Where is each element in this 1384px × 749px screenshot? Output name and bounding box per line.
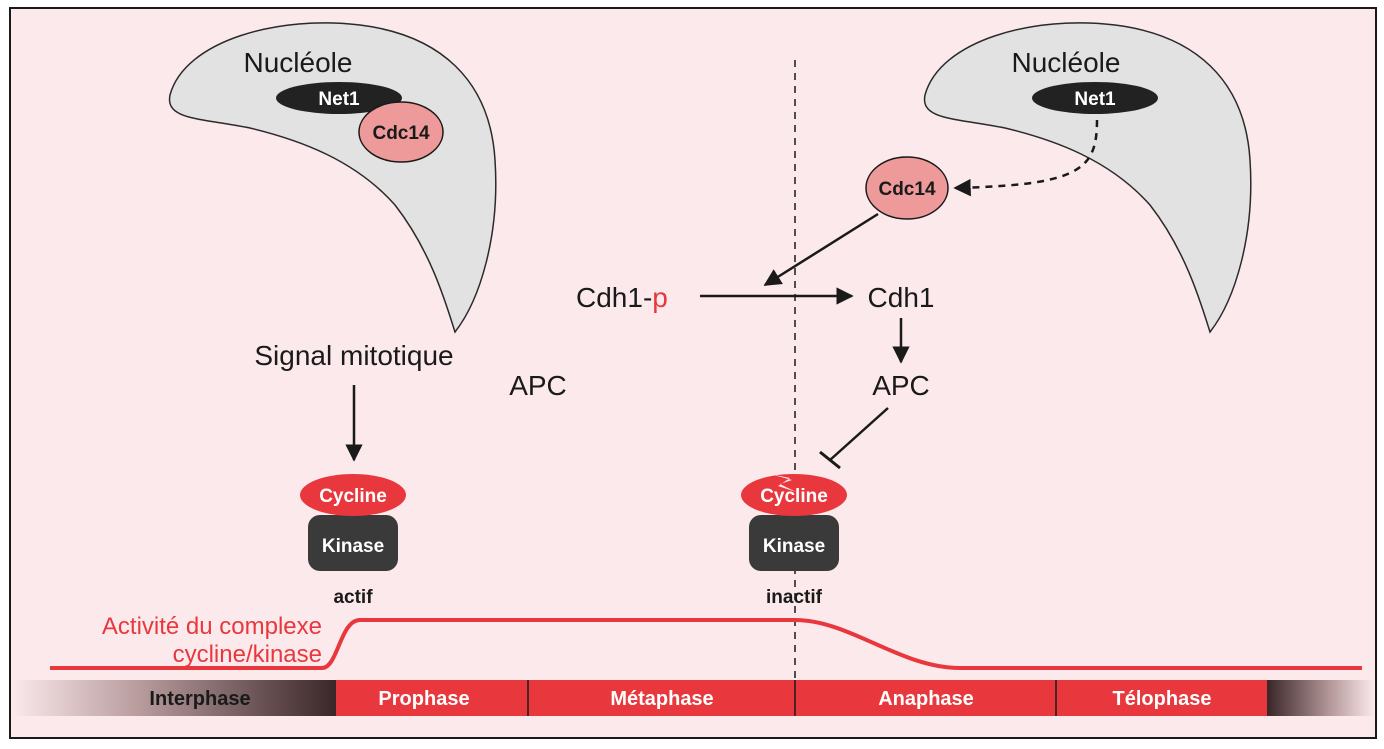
left-net1-label: Net1 bbox=[318, 89, 360, 110]
right-cyclin-pill bbox=[741, 474, 847, 516]
cdh1p-phospho: p bbox=[652, 282, 668, 313]
left-cdc14-label: Cdc14 bbox=[372, 123, 429, 144]
right-cdc14-blob bbox=[865, 156, 949, 220]
activity-label-line1: Activité du complexe bbox=[102, 613, 322, 640]
left-nucleolus-label: Nucléole bbox=[244, 47, 353, 78]
phase-bar-left-fade bbox=[12, 680, 336, 716]
left-cyclin-label: Cycline bbox=[319, 486, 387, 507]
right-cdc14-label: Cdc14 bbox=[878, 179, 935, 200]
phase-prophase: Prophase bbox=[378, 688, 469, 710]
phase-bar-red bbox=[336, 680, 1267, 716]
left-state-label: actif bbox=[333, 587, 373, 608]
right-apc-label: APC bbox=[872, 370, 930, 401]
activity-curve bbox=[50, 618, 1362, 670]
cdh1p-label: Cdh1-p bbox=[576, 282, 668, 313]
right-state-label: inactif bbox=[766, 587, 823, 608]
cdh1p-prefix: Cdh1- bbox=[576, 282, 652, 313]
left-cyclin-pill bbox=[300, 474, 406, 516]
left-kinase-label: Kinase bbox=[322, 536, 384, 557]
phase-telophase: Télophase bbox=[1113, 688, 1212, 710]
phase-bar-right-fade bbox=[1267, 680, 1374, 716]
right-nucleolus-shape bbox=[923, 22, 1252, 334]
right-cyclin-label: Cycline bbox=[760, 486, 828, 507]
cdc14-dephosphorylation-arrow bbox=[763, 212, 879, 287]
activity-label-line2: cycline/kinase bbox=[173, 641, 322, 668]
cdh1-label: Cdh1 bbox=[868, 282, 935, 313]
right-kinase-label: Kinase bbox=[763, 536, 825, 557]
phase-anaphase: Anaphase bbox=[878, 688, 974, 710]
signal-mitotique-label: Signal mitotique bbox=[254, 340, 453, 371]
apc-inhibition-bar bbox=[819, 450, 841, 470]
left-apc-label: APC bbox=[509, 370, 567, 401]
left-kinase-box bbox=[308, 515, 398, 571]
cyclin-degradation-notch bbox=[770, 474, 796, 492]
cdc14-release-arrow bbox=[953, 119, 1099, 197]
left-nucleolus-shape bbox=[168, 22, 497, 334]
left-cdc14-blob bbox=[358, 101, 444, 163]
right-net1-label: Net1 bbox=[1074, 89, 1116, 110]
right-net1-pill bbox=[1032, 82, 1158, 114]
phase-metaphase: Métaphase bbox=[610, 688, 713, 710]
right-kinase-box bbox=[749, 515, 839, 571]
phase-interphase: Interphase bbox=[149, 688, 250, 710]
right-nucleolus-label: Nucléole bbox=[1012, 47, 1121, 78]
apc-inhibition-line bbox=[829, 407, 889, 461]
left-net1-pill bbox=[276, 82, 402, 114]
